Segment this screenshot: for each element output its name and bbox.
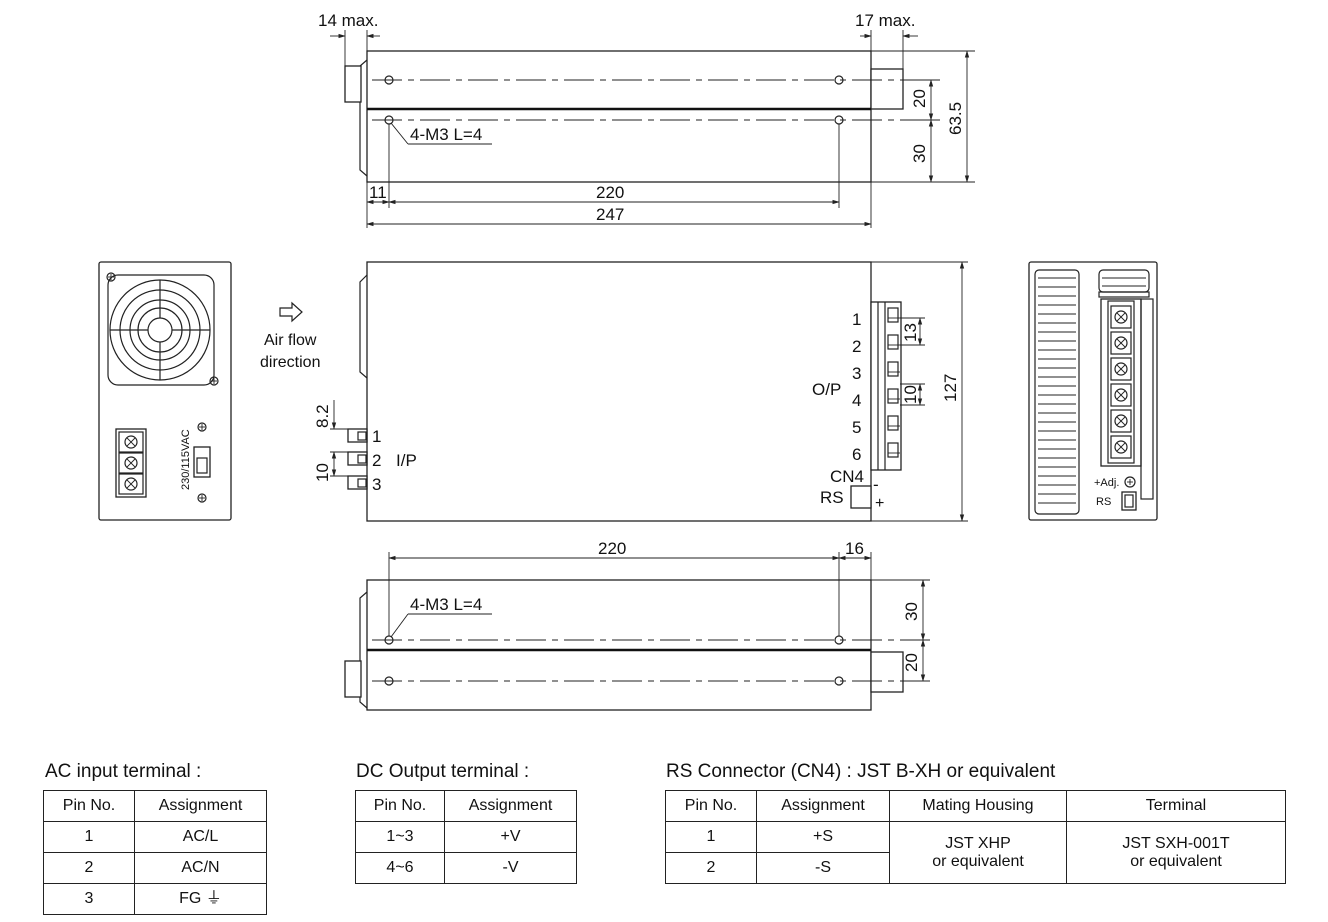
input-pin-3: 3 <box>372 475 381 494</box>
output-label: O/P <box>812 380 841 399</box>
dim-top-hole-spacing: 220 <box>596 183 624 202</box>
bottom-view: 4-M3 L=4 220 16 30 20 <box>344 539 930 711</box>
output-pin-3: 3 <box>852 364 861 383</box>
side-view: 1 2 3 I/P 8.2 10 1 2 3 4 5 6 O/P <box>313 261 968 522</box>
rs-header-terminal: Terminal <box>1066 790 1286 822</box>
input-label: I/P <box>396 451 417 470</box>
rs-header-assignment: Assignment <box>756 790 890 822</box>
dim-output-pitch-mid: 10 <box>901 385 920 404</box>
rs-table-title: RS Connector (CN4) : JST B-XH or equival… <box>666 761 1056 782</box>
dim-left-overhang: 14 max. <box>318 11 378 30</box>
dc-cell: 4~6 <box>355 852 445 884</box>
dim-bottom-hole-spacing: 220 <box>598 539 626 558</box>
dim-top-offset: 11 <box>369 183 387 202</box>
top-view-body <box>366 50 872 183</box>
table-row: 1 +S JST XHP or equivalent JST SXH-001T … <box>665 821 1286 884</box>
ac-input-table: Pin No. Assignment 1 AC/L 2 AC/N 3 FG ⏚ <box>43 790 267 915</box>
bottom-screw-note: 4-M3 L=4 <box>410 595 482 614</box>
dim-input-pitch: 10 <box>313 463 332 482</box>
top-view: 14 max. 17 max. 20 30 63.5 4-M3 L=4 11 2… <box>318 11 975 228</box>
rs-terminal-line1: JST SXH-001T <box>1122 834 1230 852</box>
dc-header-pin: Pin No. <box>355 790 445 822</box>
rs-header-housing: Mating Housing <box>889 790 1067 822</box>
output-screws <box>1110 305 1132 459</box>
table-row: 4~6 -V <box>355 852 577 884</box>
rs-connector <box>850 485 872 509</box>
dim-top-length: 247 <box>596 205 624 224</box>
top-screw-note: 4-M3 L=4 <box>410 125 482 144</box>
fan-icon <box>107 274 215 386</box>
table-row: 2 AC/N <box>43 852 267 884</box>
dc-cell: -V <box>444 852 577 884</box>
rs-label: RS <box>820 488 844 507</box>
ac-header-pin: Pin No. <box>43 790 135 822</box>
table-row: 2 -S <box>665 852 1286 884</box>
rs-cell: +S <box>756 821 890 853</box>
air-flow-line1: Air flow <box>264 332 317 349</box>
rs-housing-line2: or equivalent <box>932 852 1024 870</box>
dc-output-table: Pin No. Assignment 1~3 +V 4~6 -V <box>355 790 577 884</box>
table-row: 3 FG ⏚ <box>43 883 267 915</box>
ac-cell: AC/N <box>134 852 267 884</box>
table-row: 1~3 +V <box>355 821 577 853</box>
front-view: 230/115VAC <box>98 261 232 521</box>
screw-icon <box>106 272 116 282</box>
rs-cell: 1 <box>665 821 757 853</box>
dim-bottom-offset: 16 <box>845 539 864 558</box>
output-pin-6: 6 <box>852 445 861 464</box>
cn4-label: CN4 <box>830 467 864 486</box>
dc-cell: 1~3 <box>355 821 445 853</box>
dim-top-height: 63.5 <box>946 102 965 135</box>
dim-bottom-lower: 20 <box>902 653 921 672</box>
dim-top-upper: 20 <box>910 89 929 108</box>
input-pin-1: 1 <box>372 427 381 446</box>
output-pin-5: 5 <box>852 418 861 437</box>
rs-housing-cell: JST XHP or equivalent <box>889 821 1067 884</box>
ac-cell: 1 <box>43 821 135 853</box>
rs-housing-line1: JST XHP <box>945 834 1011 852</box>
ac-cell: 2 <box>43 852 135 884</box>
ac-cell: FG ⏚ <box>134 883 267 915</box>
dc-cell: +V <box>444 821 577 853</box>
rear-view: +Adj. RS <box>1028 261 1158 521</box>
adj-label: +Adj. <box>1094 477 1119 489</box>
rs-header-pin: Pin No. <box>665 790 757 822</box>
rs-terminal-cell: JST SXH-001T or equivalent <box>1066 821 1286 884</box>
rs-terminal-line2: or equivalent <box>1130 852 1222 870</box>
dim-right-overhang: 17 max. <box>855 11 915 30</box>
voltage-switch <box>193 446 211 478</box>
output-pin-2: 2 <box>852 337 861 356</box>
output-terminals <box>887 307 900 458</box>
air-flow-indicator: Air flow direction <box>260 301 320 371</box>
arrow-right-icon <box>279 301 303 323</box>
output-pin-4: 4 <box>852 391 861 410</box>
ac-table-title: AC input terminal : <box>45 761 202 782</box>
dim-bottom-upper: 30 <box>902 602 921 621</box>
adj-pot-icon <box>1124 476 1136 488</box>
rs-minus: - <box>873 475 879 494</box>
rear-rs-label: RS <box>1096 496 1111 508</box>
dim-output-height: 127 <box>941 374 960 402</box>
table-row: 1 AC/L <box>43 821 267 853</box>
dim-output-pitch-top: 13 <box>901 323 920 342</box>
rs-cell: 2 <box>665 852 757 884</box>
voltage-label: 230/115VAC <box>180 429 192 490</box>
dc-table-title: DC Output terminal : <box>356 761 530 782</box>
mechanical-drawing: 14 max. 17 max. 20 30 63.5 4-M3 L=4 11 2… <box>98 11 1158 711</box>
input-pin-2: 2 <box>372 451 381 470</box>
dim-input-top: 8.2 <box>313 404 332 428</box>
rs-plus: + <box>875 495 884 512</box>
output-pin-1: 1 <box>852 310 861 329</box>
rs-connector-table: Pin No. Assignment Mating Housing Termin… <box>665 790 1286 884</box>
vent-slots <box>1034 269 1150 515</box>
air-flow-line2: direction <box>260 354 320 371</box>
dc-header-assignment: Assignment <box>444 790 577 822</box>
dim-top-lower: 30 <box>910 144 929 163</box>
ac-cell: AC/L <box>134 821 267 853</box>
rs-cell: -S <box>756 852 890 884</box>
ac-header-assignment: Assignment <box>134 790 267 822</box>
ac-cell: 3 <box>43 883 135 915</box>
